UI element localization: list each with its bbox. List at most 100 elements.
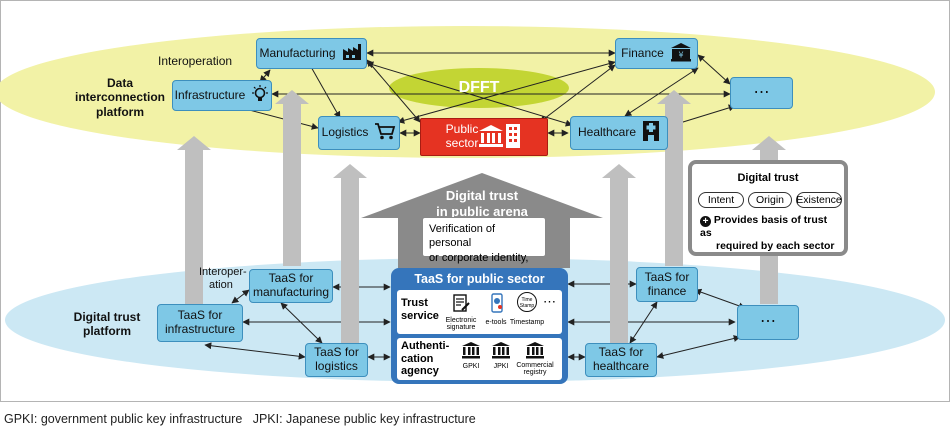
existence-pill: Existence [796, 192, 842, 208]
logistics-node[interactable]: Logistics [318, 116, 400, 150]
digital-trust-title: Digital trust [737, 172, 799, 184]
etools-label: e-tools [485, 319, 507, 326]
manufacturing-node[interactable]: Manufacturing [256, 38, 367, 69]
label-line: healthcare [592, 359, 650, 373]
label-line: infrastructure [164, 322, 236, 336]
public-sector-label: Public sector [445, 122, 479, 151]
infrastructure-label: Infrastructure [174, 87, 246, 102]
public-sector-node[interactable]: Public sector [420, 118, 548, 156]
logistics-label: Logistics [321, 125, 369, 140]
label-line: Electronic [445, 317, 477, 324]
footnote: GPKI: government public key infrastructu… [4, 412, 476, 426]
interoperation-label: Interoperation [158, 54, 233, 68]
gpki-building-icon [461, 341, 481, 364]
label-line: TaaS for [598, 345, 644, 360]
label-line: TaaS for [268, 271, 314, 286]
label-line: TaaS for [644, 269, 690, 284]
svg-text:¥: ¥ [678, 50, 683, 59]
label-line: required by each sector [716, 240, 835, 253]
platform-label-line: platform [83, 324, 131, 339]
platform-label-line: platform [96, 104, 144, 119]
intent-pill: Intent [698, 192, 744, 208]
platform-label-line: Data [106, 76, 133, 90]
taas-public-title: TaaS for public sector [414, 272, 545, 286]
lightbulb-icon [251, 84, 269, 107]
jpki-label: JPKI [493, 363, 509, 370]
finance-node[interactable]: Finance ¥ [615, 38, 698, 69]
label-line: manufacturing [252, 285, 330, 299]
lower-ellipsis-node[interactable]: ⋯ [737, 305, 799, 340]
manufacturing-label: Manufacturing [259, 45, 336, 60]
gpki-label: GPKI [462, 363, 480, 370]
label-line: ation [209, 278, 233, 291]
interoperation-lower-label: Interoper- ation [199, 266, 247, 291]
verification-box: Verification of personal or corporate id… [422, 217, 546, 278]
timestamp-badge-text: Time Stamp [519, 297, 535, 309]
government-building-icon [478, 124, 504, 151]
platform-label-line: interconnection [74, 90, 165, 105]
more-services-ellipsis: ⋯ [543, 294, 556, 309]
label-line: Trust [401, 297, 428, 309]
dfft-label: DFFT [458, 79, 500, 96]
healthcare-label: Healthcare [577, 125, 637, 140]
label-line: service [401, 309, 439, 322]
label-line: Verification of personal [429, 223, 496, 250]
timestamp-icon: Time Stamp [517, 292, 537, 312]
label-line: logistics [315, 359, 358, 373]
origin-pill: Origin [748, 192, 792, 208]
label-line: Digital trust [445, 188, 519, 203]
label-line: Public [445, 122, 479, 137]
factory-icon [342, 43, 364, 65]
hospital-icon [642, 120, 660, 146]
label-line: signature [446, 324, 476, 332]
e-tools-icon [489, 293, 505, 320]
lower-connections [204, 280, 746, 361]
bank-icon: ¥ [670, 42, 692, 66]
label-line: cation [401, 352, 434, 365]
upper-ellipsis-node[interactable]: ⋯ [730, 77, 793, 109]
finance-label: Finance [621, 45, 664, 60]
digital-trust-platform-label: Digital trust platform [62, 310, 152, 339]
upper-connections [229, 49, 736, 137]
office-building-icon [504, 123, 522, 152]
timestamp-label: Timestamp [509, 319, 545, 326]
digital-trust-description: + Provides basis of trust as required by… [700, 214, 840, 253]
label-line: Authenti- [401, 340, 450, 352]
document-signature-icon [451, 294, 471, 319]
label-line: TaaS for [177, 308, 223, 323]
label-line: Provides basis of trust as [700, 214, 828, 240]
digital-trust-box: Digital trust Intent Origin Existence + … [688, 160, 848, 256]
infrastructure-node[interactable]: Infrastructure [172, 80, 272, 111]
label-line: Interoper- [199, 266, 247, 278]
platform-label-line: Digital trust [73, 310, 141, 324]
commercial-registry-building-icon [525, 341, 545, 364]
label-line: registry [523, 369, 547, 377]
data-interconnection-platform-label: Data interconnection platform [70, 76, 170, 119]
plus-circle-icon: + [700, 216, 711, 227]
healthcare-node[interactable]: Healthcare [570, 116, 668, 150]
label-line: TaaS for [314, 345, 359, 360]
label-line: sector [445, 136, 479, 150]
jpki-building-icon [491, 341, 511, 364]
shopping-cart-icon [374, 122, 396, 144]
label-line: Commercial [516, 362, 554, 369]
label-line: in public arena [436, 203, 528, 219]
public-arena-title: Digital trust in public arena [400, 188, 564, 219]
label-line: finance [647, 283, 687, 298]
